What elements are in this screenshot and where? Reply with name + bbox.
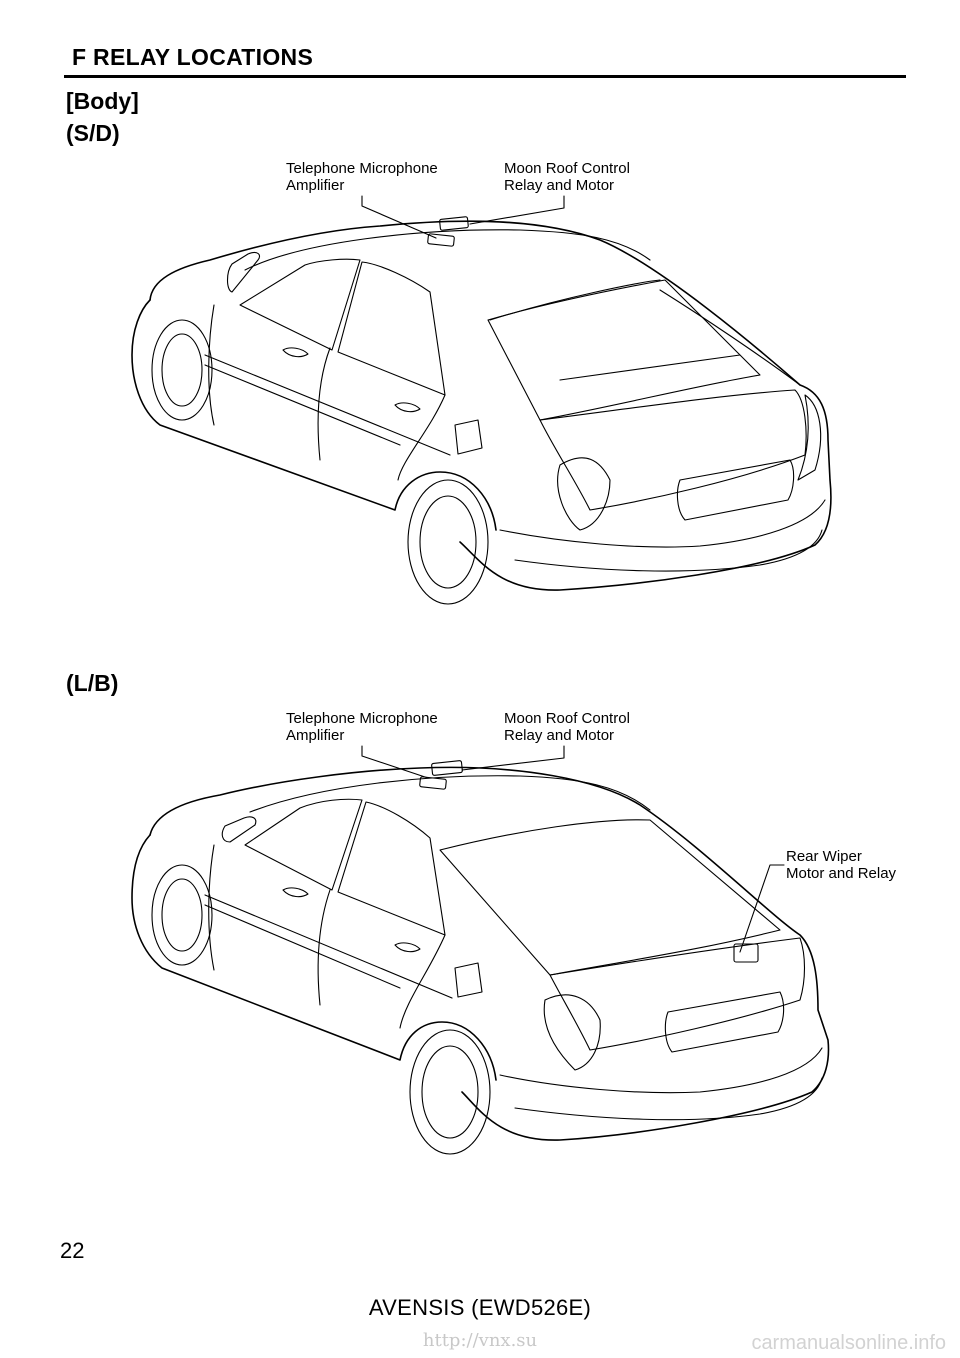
liftback-telephone-label: Telephone Microphone Amplifier	[286, 710, 438, 744]
sedan-diagram	[0, 180, 960, 620]
section-title: F RELAY LOCATIONS	[72, 44, 314, 70]
sedan-moonroof-label: Moon Roof Control Relay and Motor	[504, 160, 630, 194]
liftback-moonroof-label: Moon Roof Control Relay and Motor	[504, 710, 630, 744]
body-heading: [Body]	[66, 88, 139, 114]
liftback-rear-wiper-label: Rear Wiper Motor and Relay	[786, 848, 897, 882]
watermark: carmanualsonline.info	[751, 1332, 946, 1354]
liftback-heading: (L/B)	[66, 670, 119, 696]
sedan-telephone-module	[427, 233, 455, 247]
liftback-rear-wiper-module	[733, 943, 759, 963]
page-number: 22	[60, 1238, 85, 1263]
liftback-diagram	[0, 730, 960, 1170]
sedan-heading: (S/D)	[66, 120, 120, 146]
sedan-moonroof-module	[439, 216, 469, 231]
footer-url[interactable]: http://vnx.su	[422, 1330, 538, 1351]
sedan-telephone-label: Telephone Microphone Amplifier	[286, 160, 438, 194]
liftback-moonroof-module	[431, 760, 463, 776]
title-rule	[64, 75, 906, 78]
footer-model: AVENSIS (EWD526E)	[368, 1295, 592, 1320]
